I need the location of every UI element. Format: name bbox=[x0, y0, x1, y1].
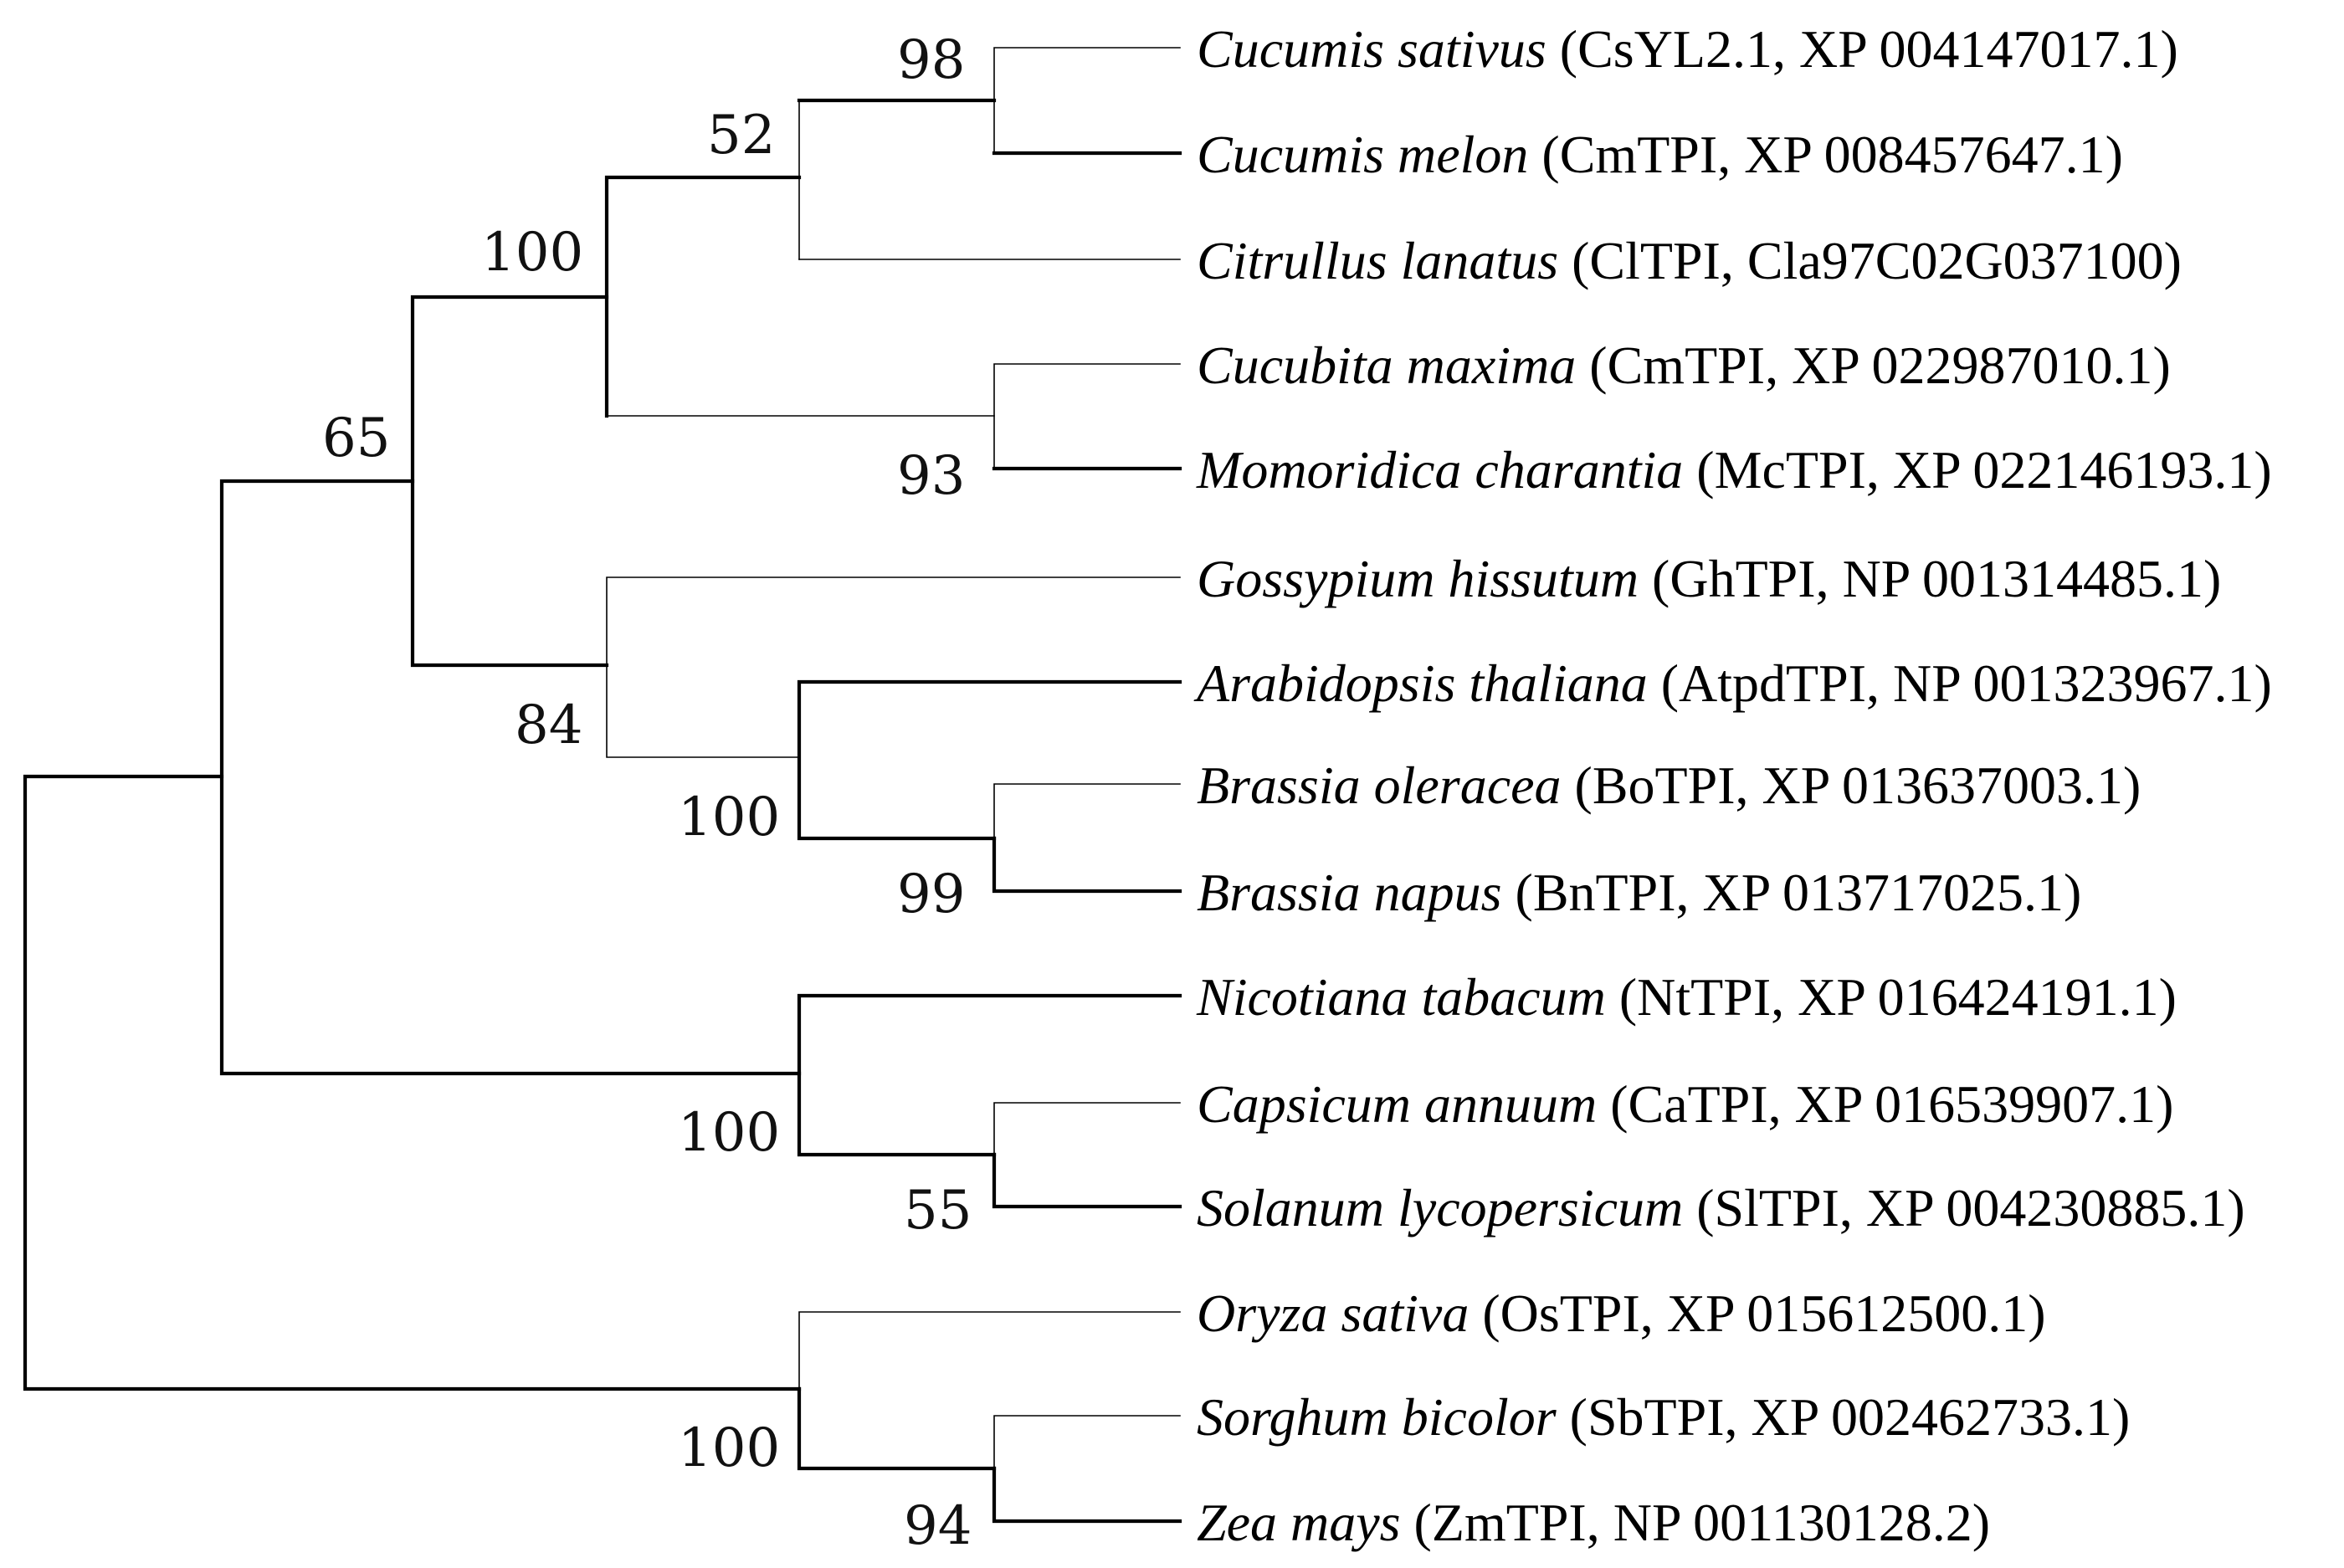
branch-poaceae bbox=[798, 1311, 1181, 1390]
tree-branches bbox=[23, 47, 1182, 1524]
taxon-label: Cucubita maxima (CmTPI, XP 022987010.1) bbox=[1197, 336, 2171, 395]
branch-zea bbox=[992, 1466, 1182, 1524]
branch-solanaceae bbox=[797, 993, 1182, 1157]
branch-cucurbitaceae bbox=[604, 175, 802, 418]
taxon-label: Solanum lycopersicum (SlTPI, XP 00423088… bbox=[1197, 1178, 2245, 1237]
branch-node-99 bbox=[993, 783, 1181, 839]
branch-node-55 bbox=[993, 1102, 1181, 1156]
bootstrap-value: 98 bbox=[897, 29, 965, 91]
branch-poaceae-lower bbox=[797, 1386, 997, 1471]
branch-solanum bbox=[992, 1152, 1182, 1209]
branch-node-84 bbox=[606, 576, 1181, 758]
branch-eudicots bbox=[219, 479, 802, 1076]
taxon-label: Cucumis sativus (CsYL2.1, XP 004147017.1… bbox=[1197, 19, 2178, 79]
branch-root bbox=[23, 774, 802, 1391]
taxon-label: Momoridica charantia (McTPI, XP 02214619… bbox=[1196, 440, 2272, 500]
bootstrap-value: 94 bbox=[904, 1495, 972, 1557]
bootstrap-value: 100 bbox=[678, 787, 780, 848]
taxon-labels: Cucumis sativus (CsYL2.1, XP 004147017.1… bbox=[1193, 19, 2272, 1552]
bootstrap-value: 84 bbox=[515, 694, 582, 756]
taxon-label: Gossypium hissutum (GhTPI, NP 001314485.… bbox=[1197, 549, 2221, 608]
branch-brassicales bbox=[797, 679, 1182, 841]
taxon-label: Cucumis melon (CmTPI, XP 008457647.1) bbox=[1197, 125, 2123, 184]
bootstrap-labels: 98 52 100 93 65 84 100 99 100 55 100 94 bbox=[322, 29, 972, 1557]
bootstrap-value: 100 bbox=[481, 222, 583, 284]
taxon-label: Arabidopsis thaliana (AtpdTPI, NP 001323… bbox=[1193, 653, 2272, 713]
taxon-label: Brassia napus (BnTPI, XP 013717025.1) bbox=[1197, 863, 2081, 922]
bootstrap-value: 100 bbox=[678, 1102, 780, 1164]
branch-node-65 bbox=[410, 295, 609, 668]
bootstrap-value: 52 bbox=[707, 105, 775, 167]
branch-node-94 bbox=[993, 1415, 1181, 1469]
taxon-label: Brassia oleracea (BoTPI, XP 013637003.1) bbox=[1197, 756, 2141, 815]
branch-node-93 bbox=[993, 363, 1181, 469]
taxon-label: Nicotiana tabacum (NtTPI, XP 016424191.1… bbox=[1196, 967, 2177, 1027]
taxon-label: Sorghum bicolor (SbTPI, XP 002462733.1) bbox=[1197, 1387, 2130, 1447]
bootstrap-value: 65 bbox=[322, 407, 390, 469]
branch-brassica-napus bbox=[992, 836, 1182, 894]
branch-node-98 bbox=[993, 47, 1181, 154]
bootstrap-value: 99 bbox=[897, 863, 965, 925]
bootstrap-value: 55 bbox=[904, 1180, 972, 1242]
taxon-label: Citrullus lanatus (ClTPI, Cla97C02G03710… bbox=[1197, 231, 2182, 290]
taxon-label: Oryza sativa (OsTPI, XP 015612500.1) bbox=[1197, 1284, 2046, 1343]
bootstrap-value: 100 bbox=[678, 1417, 780, 1479]
bootstrap-value: 93 bbox=[897, 445, 965, 507]
taxon-label: Capsicum annuum (CaTPI, XP 016539907.1) bbox=[1197, 1074, 2173, 1134]
taxon-label: Zea mays (ZmTPI, NP 001130128.2) bbox=[1197, 1493, 1990, 1552]
